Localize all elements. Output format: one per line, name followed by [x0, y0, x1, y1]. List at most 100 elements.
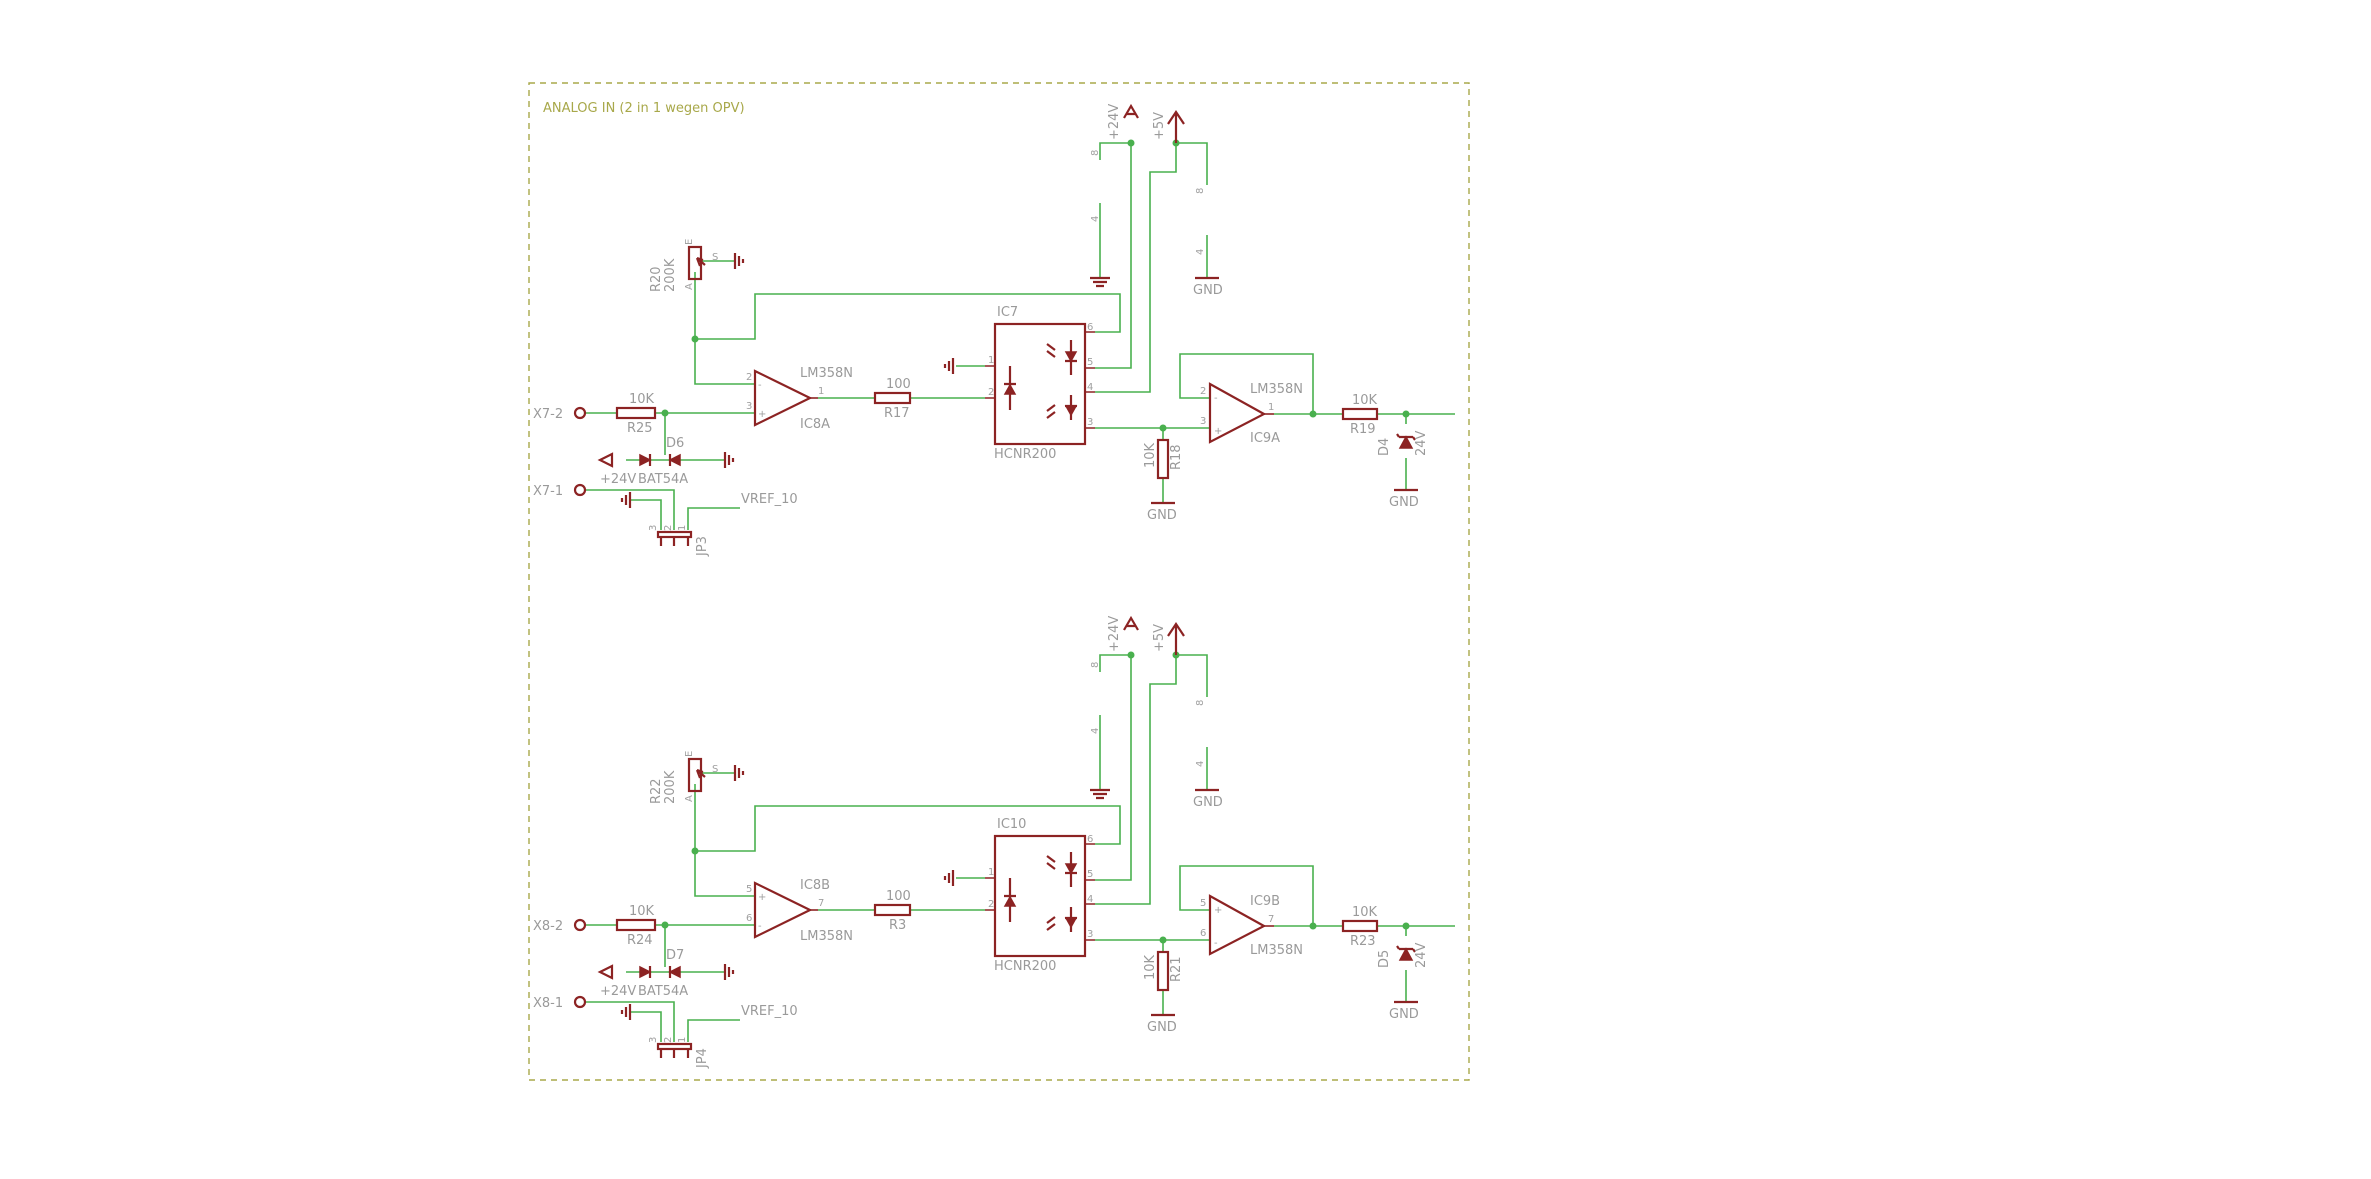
pot-r22-value: 200K: [663, 770, 678, 804]
ic10-name: IC10: [997, 817, 1026, 832]
pot-pin-e: E: [684, 751, 695, 757]
jp3-pin-3: 3: [648, 525, 659, 531]
connector-x8-1-label: X8-1: [533, 996, 563, 1011]
ic9-pin-8: 8: [1195, 188, 1206, 194]
ic9b-sign-bottom: -: [1214, 938, 1218, 949]
optocoupler-ic7: [943, 322, 1095, 446]
pot-pin-a: A: [684, 283, 695, 290]
resistor-r19: [1341, 407, 1379, 421]
supply-5v-icon: [1167, 622, 1185, 655]
r21-gnd-label: GND: [1147, 1020, 1177, 1035]
connector-x7-1: [573, 483, 587, 497]
d7-part: BAT54A: [638, 984, 688, 999]
r21-value: 10K: [1143, 954, 1158, 980]
d6-supply: +24V: [600, 472, 636, 487]
ic7-pin-4: 4: [1087, 382, 1093, 393]
ic7-part: HCNR200: [994, 447, 1056, 462]
connector-x8-2-label: X8-2: [533, 919, 563, 934]
connector-x7-2-label: X7-2: [533, 407, 563, 422]
gnd-label: GND: [1193, 283, 1223, 298]
ground-icon: [1090, 276, 1110, 288]
ic8a-part: LM358N: [800, 366, 853, 381]
supply-5v-icon: [1167, 110, 1185, 143]
ic9a-name: IC9A: [1250, 431, 1280, 446]
vref-label: VREF_10: [741, 492, 798, 507]
pot-ground-icon: [733, 253, 745, 269]
ic9b-part: LM358N: [1250, 943, 1303, 958]
ic8a-name: IC8A: [800, 417, 830, 432]
ic7-pin-6: 6: [1087, 322, 1093, 333]
pot-r20-name: R20: [649, 266, 664, 292]
ic9a-pin-out: 1: [1268, 402, 1274, 413]
jumper-jp3: [620, 492, 693, 546]
r18-gnd-label: GND: [1147, 508, 1177, 523]
ic10-pin-1: 1: [988, 867, 994, 878]
ic8-pin-4: 4: [1090, 216, 1101, 222]
zener-d5: [1394, 945, 1418, 1004]
ic9-pin-8: 8: [1195, 700, 1206, 706]
r24-name: R24: [627, 933, 653, 948]
resistor-r21: [1156, 950, 1170, 992]
r25-value: 10K: [629, 392, 655, 407]
opamp-ic8a: [753, 369, 818, 427]
opamp-ic9a: [1208, 382, 1274, 444]
ic7-name: IC7: [997, 305, 1018, 320]
d7-supply: +24V: [600, 984, 636, 999]
r23-name: R23: [1350, 934, 1376, 949]
resistor-r23: [1341, 919, 1379, 933]
d5-value: 24V: [1414, 942, 1429, 968]
jp3-pin-1: 1: [677, 525, 688, 531]
ic8-pin-4: 4: [1090, 728, 1101, 734]
ic7-pin-1: 1: [988, 355, 994, 366]
wires: [586, 654, 1455, 1042]
diode-d7: [597, 964, 735, 980]
wires: [586, 142, 1455, 530]
ic9a-sign-top: -: [1214, 393, 1218, 404]
r18-name: R18: [1169, 444, 1184, 470]
gnd-label: GND: [1193, 795, 1223, 810]
connector-x8-1: [573, 995, 587, 1009]
ic8b-sign-bottom: -: [758, 921, 762, 932]
ic10-part: HCNR200: [994, 959, 1056, 974]
jp3-pin-2: 2: [663, 525, 674, 531]
ic9b-pin-bottom: 6: [1200, 928, 1206, 939]
zener-d4: [1394, 433, 1418, 492]
jumper-jp4: [620, 1004, 693, 1058]
r3-value: 100: [886, 889, 911, 904]
frame-title: ANALOG IN (2 in 1 wegen OPV): [543, 101, 745, 116]
resistor-r24: [615, 918, 657, 932]
frame-border: [528, 82, 1470, 1081]
pot-ground-icon: [733, 765, 745, 781]
d6-part: BAT54A: [638, 472, 688, 487]
ic8a-pin-top: 2: [746, 372, 752, 383]
opamp-ic9b: [1208, 894, 1274, 956]
supply-24v-label: +24V: [1107, 616, 1122, 652]
diode-d6: [597, 452, 735, 468]
ic9a-sign-bottom: +: [1214, 426, 1222, 437]
ic9b-name: IC9B: [1250, 894, 1280, 909]
jp4-name: JP4: [695, 1048, 710, 1069]
connector-x7-1-label: X7-1: [533, 484, 563, 499]
connector-x8-2: [573, 918, 587, 932]
potentiometer-r22: [687, 757, 703, 793]
ic8a-sign-top: -: [758, 380, 762, 391]
r23-value: 10K: [1352, 905, 1378, 920]
ic8b-sign-top: +: [758, 892, 766, 903]
supply-24v-icon: [1123, 103, 1139, 119]
ic8a-pin-out: 1: [818, 386, 824, 397]
ic8b-pin-out: 7: [818, 898, 824, 909]
jp3-name: JP3: [695, 536, 710, 557]
ic8a-sign-bottom: +: [758, 409, 766, 420]
r3-name: R3: [889, 918, 906, 933]
pot-pin-e: E: [684, 239, 695, 245]
r21-name: R21: [1169, 956, 1184, 982]
d4-name: D4: [1377, 438, 1392, 456]
ground-icon: [1090, 788, 1110, 800]
d4-value: 24V: [1414, 430, 1429, 456]
d5-gnd-label: GND: [1389, 1007, 1419, 1022]
ic9a-pin-top: 2: [1200, 386, 1206, 397]
resistor-r25: [615, 406, 657, 420]
pot-pin-s: S: [712, 764, 718, 775]
d4-gnd-label: GND: [1389, 495, 1419, 510]
